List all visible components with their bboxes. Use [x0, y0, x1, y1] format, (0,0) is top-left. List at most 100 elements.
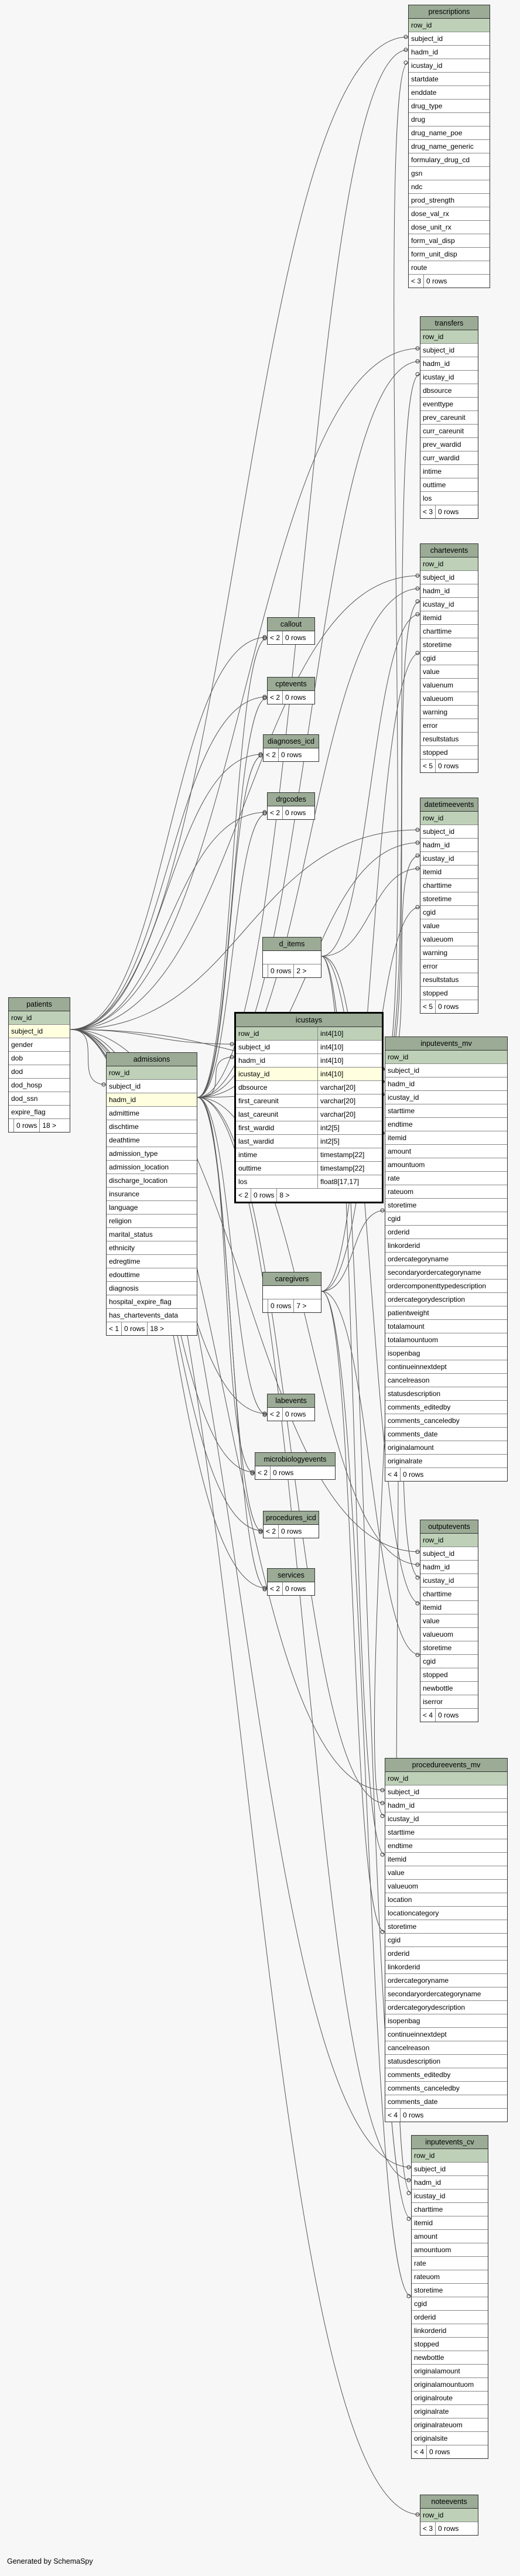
column-row[interactable]: edouttime [107, 1268, 197, 1282]
table-title[interactable]: procedures_icd [264, 1511, 319, 1525]
column-row[interactable]: originalrate [412, 2405, 488, 2418]
column-row[interactable]: storetime [412, 2284, 488, 2297]
column-row[interactable]: subject_id [412, 2163, 488, 2176]
column-row[interactable] [263, 1286, 321, 1299]
column-row[interactable]: dbsource [420, 384, 478, 398]
column-row[interactable]: value [420, 665, 478, 679]
column-row[interactable]: linkorderid [412, 2324, 488, 2338]
column-row[interactable]: icustay_id [420, 371, 478, 384]
column-row[interactable]: enddate [409, 86, 490, 100]
column-row[interactable]: continueinnextdept [385, 1360, 507, 1374]
column-row[interactable]: icustay_id [385, 1091, 507, 1104]
column-row[interactable]: comments_editedby [385, 1401, 507, 1414]
column-row[interactable]: amountuom [412, 2243, 488, 2257]
column-row[interactable]: form_unit_disp [409, 248, 490, 261]
column-row[interactable]: row_id [420, 557, 478, 571]
column-row[interactable]: hadm_id [385, 1799, 507, 1812]
table-title[interactable]: diagnoses_icd [264, 735, 319, 748]
column-row[interactable]: valueuom [420, 692, 478, 706]
column-row[interactable]: dose_val_rx [409, 207, 490, 221]
column-row[interactable]: comments_canceledby [385, 1414, 507, 1428]
column-row[interactable]: comments_date [385, 2095, 507, 2109]
column-row[interactable]: language [107, 1201, 197, 1215]
column-row[interactable]: ethnicity [107, 1241, 197, 1255]
column-row[interactable]: curr_careunit [420, 425, 478, 438]
column-row[interactable]: admittime [107, 1107, 197, 1120]
column-row[interactable]: subject_id [420, 571, 478, 584]
column-row[interactable]: startdate [409, 73, 490, 86]
column-row[interactable]: ndc [409, 180, 490, 194]
column-row[interactable]: amount [412, 2230, 488, 2243]
column-row[interactable]: marital_status [107, 1228, 197, 1241]
column-row[interactable]: value [385, 1866, 507, 1880]
column-row[interactable]: ordercomponenttypedescription [385, 1280, 507, 1293]
column-row[interactable]: religion [107, 1215, 197, 1228]
column-row[interactable]: dischtime [107, 1120, 197, 1134]
column-row[interactable]: hadm_id [107, 1093, 197, 1107]
column-row[interactable]: drug_type [409, 100, 490, 113]
table-title[interactable]: microbiologyevents [255, 1453, 335, 1466]
column-row[interactable]: amountuom [385, 1158, 507, 1172]
column-row[interactable]: intime [420, 465, 478, 478]
column-row[interactable]: rate [385, 1172, 507, 1185]
column-row[interactable]: hadm_id [412, 2176, 488, 2190]
column-row[interactable]: icustay_id [385, 1812, 507, 1826]
column-row[interactable]: warning [420, 946, 478, 960]
column-row[interactable]: charttime [412, 2203, 488, 2216]
column-row[interactable]: resultstatus [420, 733, 478, 746]
column-row[interactable]: subject_id [385, 1064, 507, 1077]
column-row[interactable]: resultstatus [420, 973, 478, 987]
column-row[interactable]: drug_name_generic [409, 140, 490, 153]
column-row[interactable]: hadm_id [420, 584, 478, 598]
column-row[interactable]: subject_id [409, 32, 490, 46]
table-title[interactable]: drgcodes [268, 793, 314, 806]
column-row[interactable]: dod_hosp [9, 1079, 70, 1092]
column-row[interactable]: storetime [420, 892, 478, 906]
column-row[interactable]: icustay_id [420, 1574, 478, 1588]
column-row[interactable]: error [420, 960, 478, 973]
column-row[interactable]: valueuom [420, 1628, 478, 1641]
column-row[interactable]: stopped [420, 746, 478, 760]
column-row[interactable]: dob [9, 1052, 70, 1065]
column-row[interactable]: cancelreason [385, 1374, 507, 1387]
column-row[interactable]: linkorderid [385, 1239, 507, 1253]
column-row[interactable]: discharge_location [107, 1174, 197, 1188]
column-row[interactable]: row_id [412, 2149, 488, 2163]
column-row[interactable]: formulary_drug_cd [409, 153, 490, 167]
column-row[interactable]: isopenbag [385, 2014, 507, 2028]
column-row[interactable]: row_id [9, 1011, 70, 1025]
column-row[interactable]: insurance [107, 1188, 197, 1201]
column-row[interactable]: row_id [420, 812, 478, 825]
column-row[interactable]: dod [9, 1065, 70, 1079]
column-row[interactable]: subject_id [9, 1025, 70, 1038]
column-row[interactable]: patientweight [385, 1306, 507, 1320]
column-row[interactable]: storetime [385, 1199, 507, 1212]
column-row[interactable]: subject_id [420, 825, 478, 839]
column-row[interactable]: expire_flag [9, 1106, 70, 1119]
column-row[interactable]: row_id [420, 330, 478, 344]
table-title[interactable]: outputevents [420, 1520, 478, 1534]
table-title[interactable]: prescriptions [409, 5, 490, 19]
column-row[interactable]: originalamountuom [412, 2378, 488, 2392]
column-row[interactable]: ordercategoryname [385, 1253, 507, 1266]
column-row[interactable]: curr_wardid [420, 451, 478, 465]
